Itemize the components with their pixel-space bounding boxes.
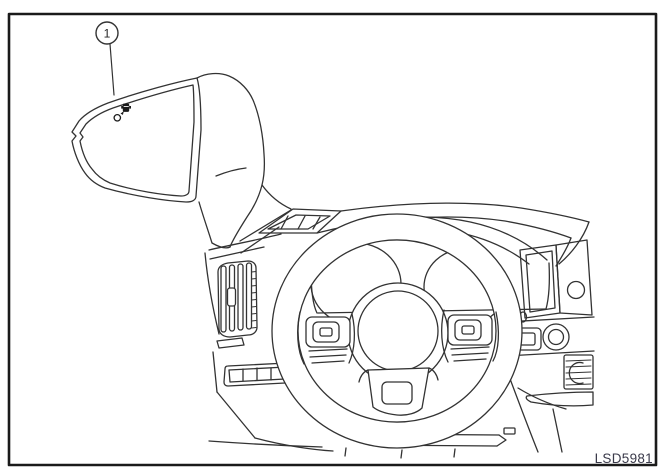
dash-left-side-curve [204,252,220,335]
defroster-slat-1 [280,215,289,230]
slat-panel-lines [565,359,592,386]
mirror-glass-inner-frame [79,84,195,197]
slat-panel-c-ring [568,361,584,385]
rotary-knob-outer [542,323,570,351]
lower-dash-left-line [208,440,323,448]
knob-strip-bottom [505,350,595,357]
dash-left-edge-upper [208,233,282,251]
vent-handle-tab [226,287,237,307]
windshield-base-descent [558,221,590,265]
right-pod-side-right [492,311,500,362]
outside-mirror-illustration [71,72,292,249]
callout-circle-1 [95,21,119,96]
defroster-vent [258,208,342,234]
right-pod-side-left [441,309,449,363]
steering-wheel [271,213,523,449]
lower-right-wedge [525,391,594,407]
wheel-rim [271,213,523,449]
bottom-spoke-inner [381,381,413,405]
vent-edge-ticks [251,271,257,329]
vent-slat-3 [237,263,244,331]
dash-brow-diagonal-1 [239,209,292,242]
bsw-arrow [120,111,124,115]
bottom-spoke [358,367,439,416]
left-pod-switch-rows [308,348,348,364]
right-pod-button [454,319,482,341]
bsw-vehicle-ring [113,113,122,122]
callout-circle [95,21,119,45]
blind-spot-warning-indicator-icon [113,103,131,122]
vent-slat-1 [220,265,227,333]
knee-panel-edge-3 [254,437,334,452]
cluster-side-right [545,262,551,310]
figure-border [7,12,658,467]
bottom-spoke-hook-left [358,369,369,383]
small-slot [216,337,245,349]
left-air-vent [217,260,258,338]
figure-code: LSD5981 [595,451,653,466]
bsw-vehicle-mirror-left [121,106,123,109]
dash-brow-descent [555,237,572,267]
lower-dash-button [503,427,516,435]
dash-brow-diagonal-2 [240,226,280,254]
column-lower-curve [517,387,567,410]
knee-panel-edge-1 [212,351,218,393]
defroster-slat-2 [297,215,306,230]
left-pod-side-left [297,311,305,365]
bottom-spoke-outer [367,367,430,416]
right-pod-switch-rows [450,346,490,362]
bsw-vehicle-filled [122,103,130,112]
right-spoke-pod [441,309,500,363]
stack-panel-front-inner [525,250,556,313]
mirror-to-dash-line [261,184,292,210]
left-pod-button [312,321,340,343]
callout-leader-line [109,43,115,96]
lower-dash-ticks [344,447,456,459]
defroster-slat-3 [312,216,321,230]
segment-vent-dividers [242,367,272,382]
left-pod-side-right [348,313,356,364]
column-lower-vertical [552,408,563,453]
windshield-base-line [340,202,590,223]
dash-left-edge-lower [209,246,265,260]
defroster-outer [258,208,342,234]
stack-side-button [566,280,586,300]
left-spoke-pod [297,311,356,365]
bsw-vehicle-mirror-right [129,106,131,109]
lower-trim-end-right [496,434,507,447]
stack-panel-side [555,239,593,316]
rotary-knob-inner [547,328,565,346]
knee-panel-edge-2 [216,391,256,439]
left-pod-button-inner [319,327,333,337]
mirror-housing-crease [215,167,247,177]
slat-panel [563,354,594,390]
mirror-glass-outer-frame [71,77,202,203]
right-pod-button-inner [461,325,475,335]
vent-slat-4 [245,262,253,330]
wheel-horn-pad [357,290,439,372]
bottom-spoke-hook-right [428,367,439,381]
callout-number: 1 [104,26,111,40]
mirror-housing-outline [196,72,266,248]
mirror-base-line [198,201,231,249]
